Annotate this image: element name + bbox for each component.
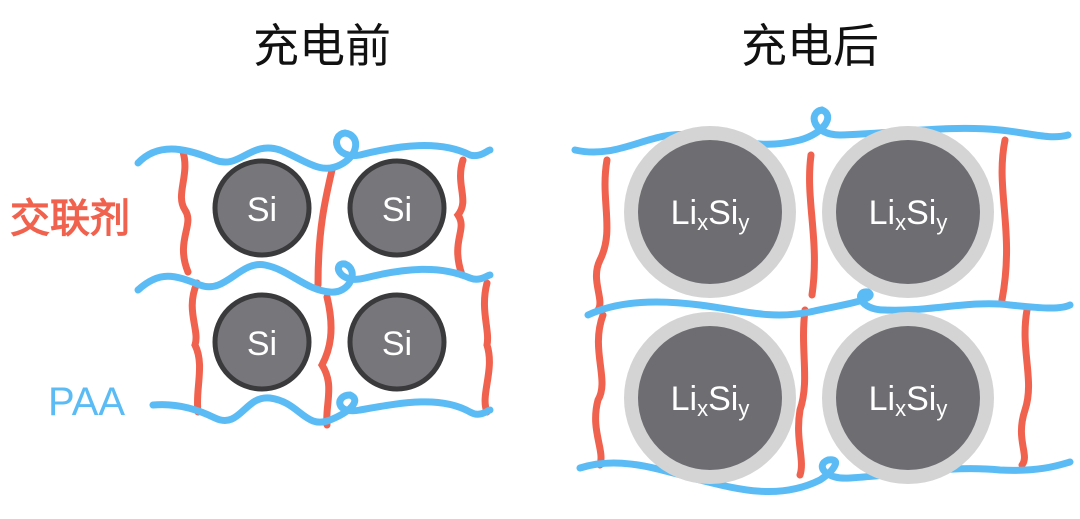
- before-network: Si Si Si Si: [134, 129, 494, 429]
- crosslinker-chain: [314, 166, 336, 289]
- crosslinker-chain: [1018, 306, 1033, 469]
- paa-chain: [584, 288, 1074, 319]
- crosslinker-chain: [481, 279, 493, 416]
- crosslinker-chain: [592, 311, 607, 469]
- svg-text:LixSiy: LixSiy: [671, 380, 750, 421]
- svg-text:LixSiy: LixSiy: [869, 194, 948, 235]
- paa-chain: [149, 391, 494, 426]
- svg-text:Si: Si: [382, 325, 412, 363]
- lixsiy-particle: LixSiy: [624, 312, 796, 484]
- svg-text:Si: Si: [247, 325, 277, 363]
- si-particle: Si: [212, 158, 312, 258]
- label-crosslinker: 交联剂: [10, 196, 130, 242]
- crosslinker-chain: [453, 156, 467, 279]
- si-particle: Si: [347, 292, 447, 392]
- si-particle: Si: [212, 292, 312, 392]
- label-paa: PAA: [48, 380, 125, 424]
- paa-chain: [134, 260, 494, 296]
- crosslinker-chain: [592, 156, 611, 314]
- svg-text:LixSiy: LixSiy: [671, 194, 750, 235]
- si-particle: Si: [347, 158, 447, 258]
- svg-text:LixSiy: LixSiy: [869, 380, 948, 421]
- crosslinker-chain: [806, 151, 818, 299]
- lixsiy-particle: LixSiy: [822, 312, 994, 484]
- after-network: LixSiy LixSiy LixSiy LixSiy: [571, 106, 1074, 496]
- paa-chain: [576, 456, 1074, 496]
- paa-chain: [134, 129, 494, 172]
- title-before-charging: 充电前: [253, 19, 391, 73]
- lixsiy-particle: LixSiy: [624, 126, 796, 298]
- crosslinker-chain: [188, 279, 204, 416]
- crosslinker-chain: [317, 293, 335, 429]
- title-after-charging: 充电后: [741, 19, 879, 73]
- lixsiy-particle: LixSiy: [822, 126, 994, 298]
- paa-chain: [571, 106, 1072, 156]
- crosslinker-chain: [178, 148, 192, 276]
- svg-text:Si: Si: [382, 191, 412, 229]
- svg-text:Si: Si: [247, 191, 277, 229]
- crosslinker-chain: [795, 306, 809, 479]
- crosslinker-chain: [998, 136, 1011, 304]
